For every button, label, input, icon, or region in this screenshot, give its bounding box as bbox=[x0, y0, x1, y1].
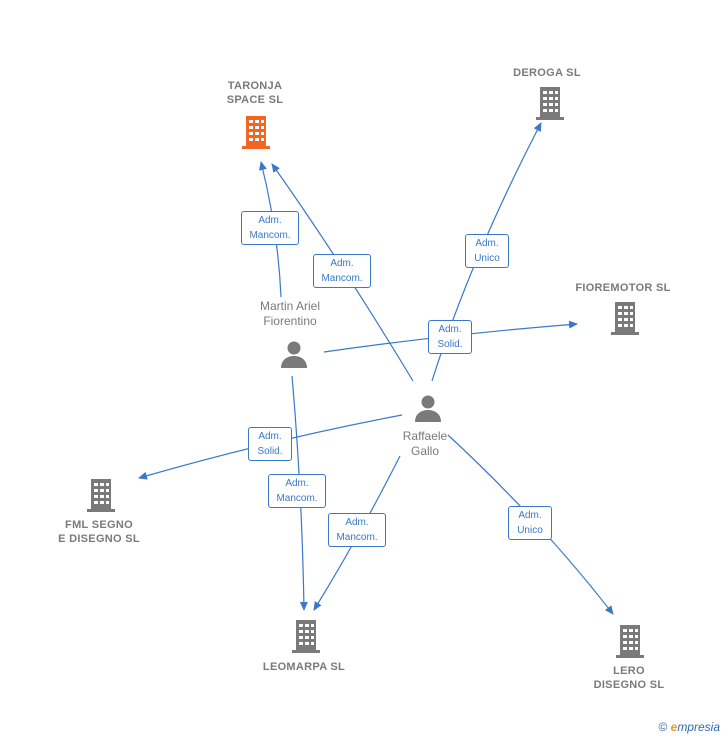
role-line: Adm. bbox=[518, 510, 542, 521]
role-line: Adm. bbox=[258, 215, 282, 226]
company-name-line: FML SEGNO bbox=[65, 519, 133, 531]
person-icon[interactable] bbox=[413, 393, 443, 423]
role-line: Mancom. bbox=[336, 532, 378, 543]
role-line: Adm. bbox=[438, 324, 462, 335]
company-name-line: TARONJA bbox=[227, 80, 283, 92]
role-line: Adm. bbox=[475, 238, 499, 249]
person-icon[interactable] bbox=[279, 339, 309, 369]
building-icon[interactable] bbox=[609, 299, 641, 335]
brand-logo-initial: e bbox=[670, 720, 678, 734]
role-line: Unico bbox=[517, 525, 543, 536]
role-line: Mancom. bbox=[249, 230, 291, 241]
person-name-line: Martin Ariel bbox=[259, 299, 321, 313]
person-name-line: Raffaele bbox=[402, 429, 448, 443]
edge-label-martin-leomarpa[interactable]: Adm. Mancom. bbox=[268, 474, 326, 508]
role-line: Solid. bbox=[257, 446, 283, 457]
role-line: Mancom. bbox=[276, 493, 318, 504]
edge-label-martin-taronja[interactable]: Adm. Mancom. bbox=[241, 211, 299, 245]
company-name-line: SPACE SL bbox=[226, 94, 284, 106]
company-label-deroga[interactable]: DEROGA SL bbox=[490, 66, 604, 80]
company-name-line: LEOMARPA SL bbox=[262, 661, 346, 673]
company-label-fml[interactable]: FML SEGNO E DISEGNO SL bbox=[44, 518, 154, 546]
brand-logo-text: mpresia bbox=[677, 720, 720, 734]
company-label-taronja[interactable]: TARONJA SPACE SL bbox=[200, 79, 310, 107]
building-icon[interactable] bbox=[290, 617, 322, 653]
role-line: Mancom. bbox=[321, 273, 363, 284]
person-name-line: Fiorentino bbox=[263, 314, 317, 328]
copyright-icon: © bbox=[658, 720, 668, 734]
edge-label-martin-fioremotor[interactable]: Adm. Solid. bbox=[428, 320, 472, 354]
edge-label-raffaele-deroga[interactable]: Adm. Unico bbox=[465, 234, 509, 268]
person-label-raffaele[interactable]: Raffaele Gallo bbox=[375, 429, 475, 459]
edge-label-raffaele-leomarpa[interactable]: Adm. Mancom. bbox=[328, 513, 386, 547]
company-label-leomarpa[interactable]: LEOMARPA SL bbox=[248, 660, 360, 674]
company-name-line: LERO bbox=[613, 665, 645, 677]
role-line: Adm. bbox=[258, 431, 282, 442]
role-line: Adm. bbox=[345, 517, 369, 528]
building-icon[interactable] bbox=[85, 476, 117, 512]
company-name-line: FIOREMOTOR SL bbox=[575, 282, 671, 294]
company-name-line: DISEGNO SL bbox=[593, 679, 665, 691]
role-line: Adm. bbox=[285, 478, 309, 489]
company-name-line: E DISEGNO SL bbox=[58, 533, 140, 545]
role-line: Unico bbox=[474, 253, 500, 264]
company-label-fioremotor[interactable]: FIOREMOTOR SL bbox=[560, 281, 686, 295]
role-line: Adm. bbox=[330, 258, 354, 269]
edge-label-raffaele-fml[interactable]: Adm. Solid. bbox=[248, 427, 292, 461]
empresia-credit[interactable]: © empresia bbox=[658, 720, 720, 734]
edge-label-raffaele-lero[interactable]: Adm. Unico bbox=[508, 506, 552, 540]
person-name-line: Gallo bbox=[410, 444, 439, 458]
person-label-martin[interactable]: Martin Ariel Fiorentino bbox=[240, 299, 340, 329]
building-icon[interactable] bbox=[534, 84, 566, 120]
edge-label-raffaele-taronja[interactable]: Adm. Mancom. bbox=[313, 254, 371, 288]
company-name-line: DEROGA SL bbox=[513, 67, 581, 79]
role-line: Solid. bbox=[437, 339, 463, 350]
company-label-lero[interactable]: LERO DISEGNO SL bbox=[574, 664, 684, 692]
building-icon[interactable] bbox=[614, 622, 646, 658]
building-icon[interactable] bbox=[240, 113, 272, 149]
